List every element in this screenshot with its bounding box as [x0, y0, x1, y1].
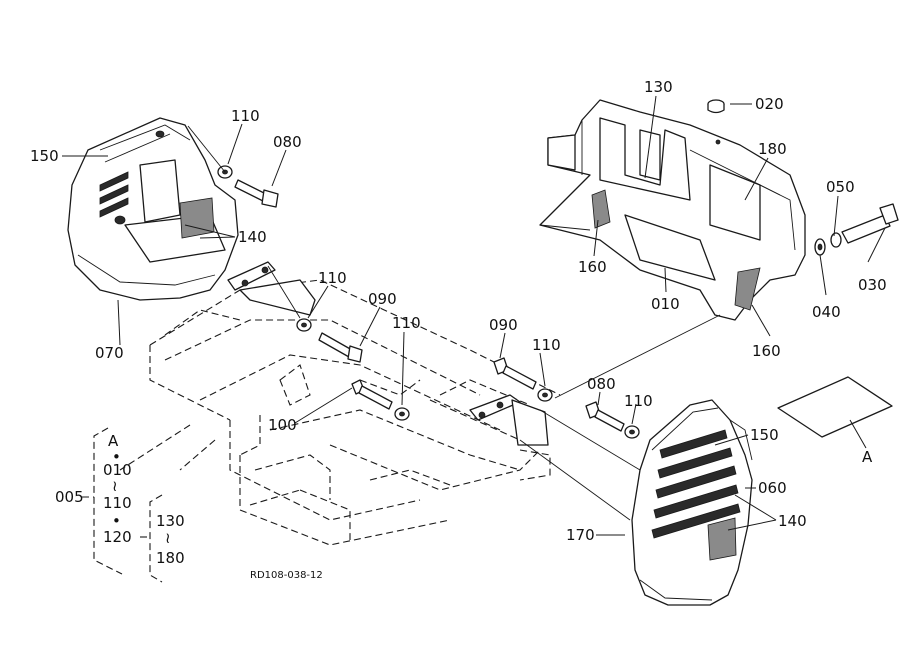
tractor-frame: [119, 279, 561, 546]
label-180: 180: [758, 140, 787, 158]
label-130: 130: [644, 78, 673, 96]
label-a: A: [862, 448, 873, 466]
bolt-090-right: [493, 357, 553, 402]
callout-labels: 130 020 180 050 030 040 160 010 160 110 …: [30, 78, 887, 581]
front-upper-cover: [539, 99, 806, 321]
label-110-right: 110: [624, 392, 653, 410]
label-040: 040: [812, 303, 841, 321]
label-020: 020: [755, 95, 784, 113]
label-090-mid2: 090: [489, 316, 518, 334]
label-150-left: 150: [30, 147, 59, 165]
label-140-right: 140: [778, 512, 807, 530]
label-110-mid3: 110: [532, 336, 561, 354]
right-side-cover: [631, 399, 753, 606]
bolt-090-middle: [296, 318, 363, 363]
leader-lines: [62, 95, 886, 536]
label-080-topleft: 080: [273, 133, 302, 151]
legend-item-120: 120: [103, 528, 132, 546]
legend-range1-from: 010: [103, 461, 132, 479]
legend-range2-to: 180: [156, 549, 185, 567]
label-080-right: 080: [587, 375, 616, 393]
bolt-100: [351, 379, 410, 421]
label-110-mid2: 110: [392, 314, 421, 332]
knob-020: [707, 99, 725, 114]
label-160-bottom: 160: [752, 342, 781, 360]
label-060: 060: [758, 479, 787, 497]
label-140-left: 140: [238, 228, 267, 246]
left-bracket: [227, 261, 316, 316]
label-150-right: 150: [750, 426, 779, 444]
bolt-030-set: [814, 203, 899, 256]
label-100: 100: [268, 416, 297, 434]
legend-assembly: 005: [55, 488, 84, 506]
label-010: 010: [651, 295, 680, 313]
bolt-080-right: [585, 401, 640, 439]
left-side-cover: [67, 117, 239, 301]
legend-range1-to: 110: [103, 494, 132, 512]
legend-a-letter: A: [108, 432, 119, 450]
sticker-a: [777, 376, 893, 438]
legend-tilde-1: ≀: [112, 477, 118, 495]
label-110-topleft: 110: [231, 107, 260, 125]
label-160-top: 160: [578, 258, 607, 276]
label-110-mid1: 110: [318, 269, 347, 287]
label-030: 030: [858, 276, 887, 294]
assembly-legend: 005 A • 010 ≀ 110 • 120 130 ≀ 180: [55, 432, 185, 567]
legend-tilde-2: ≀: [165, 529, 171, 547]
right-bracket: [469, 394, 549, 446]
label-090-mid1: 090: [368, 290, 397, 308]
label-050: 050: [826, 178, 855, 196]
legend-range2-from: 130: [156, 512, 185, 530]
label-170: 170: [566, 526, 595, 544]
label-070: 070: [95, 344, 124, 362]
drawing-code: RD108-038-12: [250, 570, 323, 581]
legend-brackets: [82, 427, 163, 583]
legend-dot-1: •: [112, 448, 121, 466]
legend-dot-2: •: [112, 512, 121, 530]
